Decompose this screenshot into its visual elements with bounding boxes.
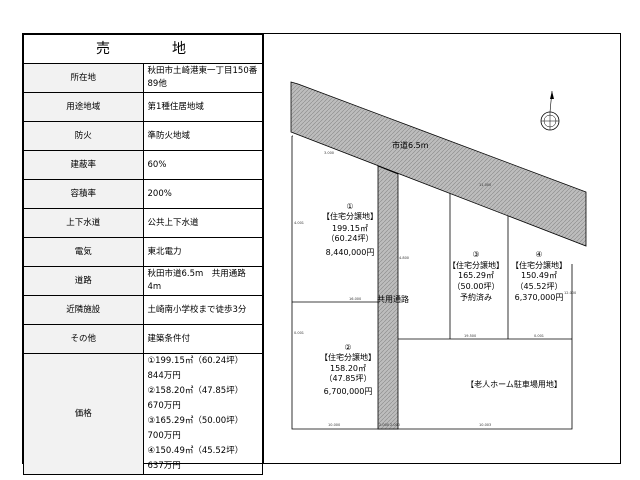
lot-2-price: 6,700,000円 <box>324 387 373 396</box>
price-line-4: ④150.49㎡（45.52坪）637万円 <box>147 446 244 471</box>
lot-1-tsubo: （60.24坪） <box>327 234 374 243</box>
dim-lot4-bottom: 0.001 <box>534 334 544 338</box>
price-line-1: ①199.15㎡（60.24坪）844万円 <box>147 356 244 381</box>
road-label: 道路 <box>23 266 144 296</box>
dim-bottom-right: 10.003 <box>479 423 491 427</box>
lot-4: ④ 【住宅分譲地】 150.49㎡ （45.52坪） 6,370,000円 <box>511 250 567 302</box>
dim-right-side: 12.000 <box>564 291 576 295</box>
column-divider <box>263 34 264 463</box>
road-label: 市道6.5m <box>392 140 429 150</box>
dim-left-upper: 4.001 <box>294 221 304 225</box>
property-sheet: 売 地 所在地 秋田市土崎港東一丁目150番89他 用途地域 第1種住居地域 防… <box>22 33 621 475</box>
lot-1-number: ① <box>346 202 353 211</box>
fire-value: 準防火地域 <box>142 121 263 151</box>
compass-icon <box>540 90 560 131</box>
lot-1-price: 8,440,000円 <box>326 248 375 257</box>
electricity-value: 東北電力 <box>142 237 263 267</box>
dim-bottom-left: 10.000 <box>328 423 340 427</box>
zoning-label: 用途地域 <box>23 92 144 122</box>
lot-4-type: 【住宅分譲地】 <box>511 260 567 270</box>
lot-2-type: 【住宅分譲地】 <box>320 352 376 362</box>
dim-road-width: 3.000 <box>324 151 334 155</box>
location-value: 秋田市土崎港東一丁目150番89他 <box>142 63 263 93</box>
lot-3-tsubo: （50.00坪） <box>453 282 500 291</box>
lot-2-area: 158.20㎡ <box>330 364 366 373</box>
lot-boundaries <box>291 135 573 430</box>
dim-passage-mid: 4.800 <box>399 256 409 260</box>
coverage-value: 60% <box>142 150 263 180</box>
road-value: 秋田市道6.5m 共用通路4m <box>142 266 263 296</box>
lot-1-area: 199.15㎡ <box>332 224 368 233</box>
lot-3-type: 【住宅分譲地】 <box>448 260 504 270</box>
far-label: 容積率 <box>23 179 144 209</box>
city-road <box>290 81 587 247</box>
dim-passage-right: 2.000 <box>390 423 400 427</box>
lot-2-number: ② <box>344 343 351 352</box>
price-label: 価格 <box>23 353 144 475</box>
lot-4-tsubo: （45.52坪） <box>516 282 563 291</box>
far-value: 200% <box>142 179 263 209</box>
lot-4-number: ④ <box>535 250 542 259</box>
lot-3-area: 165.29㎡ <box>458 271 494 280</box>
price-line-2: ②158.20㎡（47.85坪）670万円 <box>147 386 244 411</box>
water-value: 公共上下水道 <box>142 208 263 238</box>
parking-label: 【老人ホーム駐車場用地】 <box>466 379 562 389</box>
price-line-3: ③165.29㎡（50.00坪）700万円 <box>147 416 244 441</box>
location-label: 所在地 <box>23 63 144 93</box>
fire-label: 防火 <box>23 121 144 151</box>
passage-label: 共用通路 <box>377 294 409 304</box>
lot-1-type: 【住宅分譲地】 <box>322 211 378 221</box>
electricity-label: 電気 <box>23 237 144 267</box>
dim-road-right: 11.000 <box>479 183 491 187</box>
coverage-label: 建蔽率 <box>23 150 144 180</box>
lot-4-price: 6,370,000円 <box>515 293 564 302</box>
water-label: 上下水道 <box>23 208 144 238</box>
other-label: その他 <box>23 324 144 354</box>
shared-passage <box>377 165 399 430</box>
lot-3: ③ 【住宅分譲地】 165.29㎡ （50.00坪） 予約済み <box>448 250 504 302</box>
dim-lot1-bottom: 16.000 <box>349 297 361 301</box>
nearby-value: 土崎南小学校まで徒歩3分 <box>142 295 263 325</box>
property-info-table: 売 地 所在地 秋田市土崎港東一丁目150番89他 用途地域 第1種住居地域 防… <box>23 34 263 475</box>
nearby-label: 近隣施設 <box>23 295 144 325</box>
lot-3-status: 予約済み <box>460 292 492 302</box>
sheet-title: 売 地 <box>23 34 263 64</box>
dim-lot3-bottom: 19.500 <box>464 334 476 338</box>
zoning-value: 第1種住居地域 <box>142 92 263 122</box>
lot-3-number: ③ <box>472 250 479 259</box>
lot-1: ① 【住宅分譲地】 199.15㎡ （60.24坪） 8,440,000円 <box>322 202 378 257</box>
other-value: 建築条件付 <box>142 324 263 354</box>
site-plan: 市道6.5m 共用通路 10.000 2.000 2.000 10.003 16… <box>290 81 587 430</box>
lot-4-area: 150.49㎡ <box>521 271 557 280</box>
dim-passage-left: 2.000 <box>379 423 389 427</box>
lot-2-tsubo: （47.85坪） <box>325 374 372 383</box>
dim-left-lower: 0.001 <box>294 331 304 335</box>
lot-2: ② 【住宅分譲地】 158.20㎡ （47.85坪） 6,700,000円 <box>320 343 376 396</box>
price-list: ①199.15㎡（60.24坪）844万円 ②158.20㎡（47.85坪）67… <box>142 353 263 475</box>
